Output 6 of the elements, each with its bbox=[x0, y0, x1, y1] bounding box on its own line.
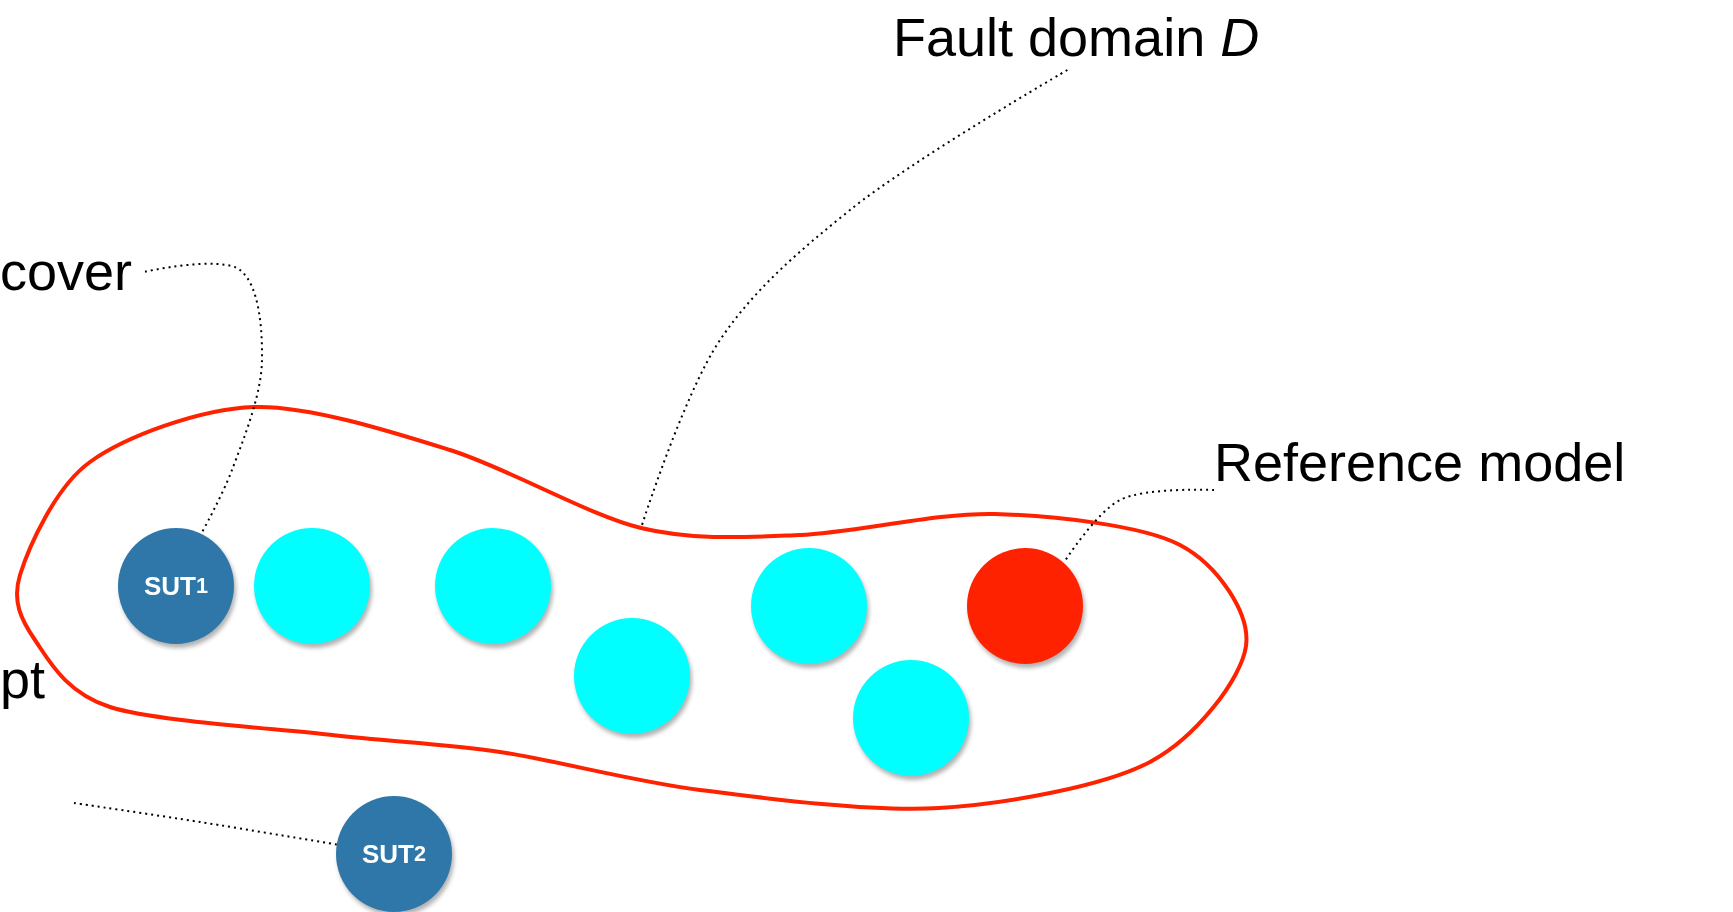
leader-line bbox=[73, 802, 338, 846]
callout-text: cover bbox=[0, 242, 145, 304]
callout-text: Fault domain D bbox=[893, 8, 1338, 70]
leader-line bbox=[144, 262, 263, 535]
partial-text: pt bbox=[0, 650, 46, 710]
callout-text: Reference model bbox=[1214, 433, 1704, 495]
